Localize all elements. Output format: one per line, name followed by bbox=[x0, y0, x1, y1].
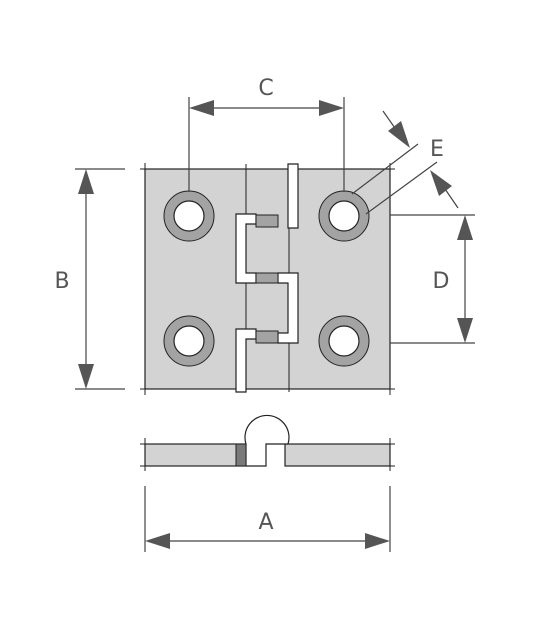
screw-hole-bottom-left bbox=[173, 325, 205, 357]
screw-holes bbox=[163, 190, 370, 367]
side-plate-left bbox=[144, 443, 246, 467]
knuckle-top-right bbox=[287, 163, 299, 229]
dimension-a: A bbox=[144, 486, 391, 552]
hinge-front-view bbox=[140, 163, 395, 395]
label-e: E bbox=[430, 137, 444, 162]
arrow-e-lower bbox=[430, 170, 452, 196]
arrow-b-bottom bbox=[78, 364, 94, 389]
plate-edge-ticks bbox=[140, 163, 395, 395]
arrow-a-right bbox=[365, 533, 390, 549]
dimension-e: E bbox=[351, 110, 459, 215]
pin-segment-top bbox=[255, 214, 279, 228]
arrow-c-right bbox=[319, 100, 344, 116]
side-plate-right bbox=[284, 443, 391, 467]
dimension-d: D bbox=[390, 214, 475, 344]
label-d: D bbox=[433, 269, 450, 294]
arrow-c-left bbox=[189, 100, 214, 116]
screw-hole-bottom-right bbox=[328, 325, 360, 357]
side-knuckle-shadow bbox=[235, 443, 247, 467]
dimension-c: C bbox=[188, 76, 345, 192]
screw-hole-top-right bbox=[328, 200, 360, 232]
side-knuckle bbox=[244, 414, 290, 467]
knuckle-left-lower bbox=[235, 328, 257, 393]
dimension-b: B bbox=[54, 168, 125, 390]
hinge-knuckles bbox=[235, 163, 299, 393]
hinge-side-view bbox=[140, 414, 395, 471]
label-b: B bbox=[54, 269, 69, 294]
screw-hole-top-left bbox=[173, 200, 205, 232]
pin-segment-middle bbox=[255, 272, 279, 284]
arrow-d-bottom bbox=[457, 318, 473, 343]
arrow-d-top bbox=[457, 215, 473, 240]
label-a: A bbox=[258, 510, 273, 535]
label-c: C bbox=[258, 76, 273, 101]
arrow-e-upper bbox=[388, 121, 410, 148]
arrow-b-top bbox=[78, 169, 94, 194]
pin-segment-bottom bbox=[255, 330, 279, 344]
arrow-a-left bbox=[145, 533, 170, 549]
side-edge-ticks bbox=[140, 438, 395, 471]
